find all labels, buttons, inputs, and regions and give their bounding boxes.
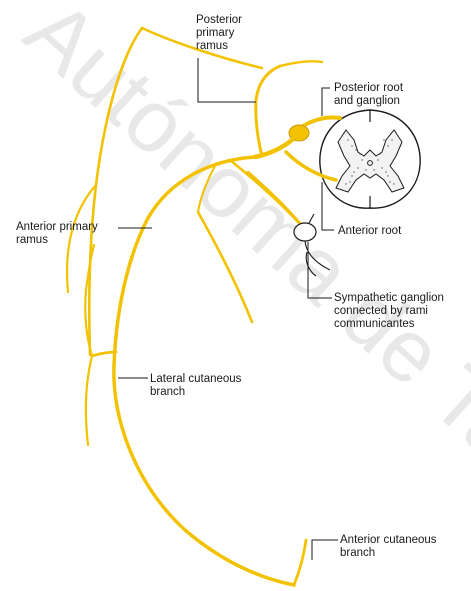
label-posterior-root: Posterior root and ganglion [334,82,406,107]
stipple-dot [349,181,350,182]
stipple-dot [353,171,354,172]
lateral-cutaneous-branch [92,352,116,356]
stipple-dot [387,145,388,146]
stipple-dot [365,169,366,170]
label-anterior-primary-ramus: Anterior primary ramus [16,221,101,246]
stipple-dot [383,139,384,140]
sympathetic-ganglion-body [294,223,316,241]
leader-posterior-root [322,88,330,116]
stipple-dot [377,159,378,160]
stipple-dot [355,149,356,150]
stipple-dot [351,175,352,176]
stipple-dot [359,153,360,154]
central-canal [368,161,373,166]
stipple-dot [357,167,358,168]
label-anterior-cutaneous-branch: Anterior cutaneous branch [340,534,440,559]
label-lateral-cutaneous-branch: Lateral cutaneous branch [150,373,245,398]
stipple-dot [391,139,392,140]
leader-anterior-cutaneous-branch [312,540,338,560]
label-posterior-primary-ramus: Posterior primary ramus [196,14,245,52]
stipple-dot [347,139,348,140]
posterior-primary-ramus [256,66,280,156]
stipple-dot [379,153,380,154]
stipple-dot [385,171,386,172]
stipple-dot [361,159,362,160]
stipple-dot [345,183,346,184]
watermark: Autónoma de Tab [7,0,471,515]
posterior-ramus-branch-medial [280,61,322,66]
lateral-cutaneous-branch-down [86,356,92,445]
label-anterior-root: Anterior root [338,225,402,237]
stipple-dot [341,135,342,136]
stipple-dot [381,167,382,168]
stipple-dot [351,145,352,146]
stipple-dot [389,181,390,182]
anterior-cutaneous-branch [294,540,306,585]
stipple-dot [397,135,398,136]
stipple-dot [373,169,374,170]
stipple-dot [387,175,388,176]
stipple-dot [393,183,394,184]
spinal-cord [320,110,420,208]
